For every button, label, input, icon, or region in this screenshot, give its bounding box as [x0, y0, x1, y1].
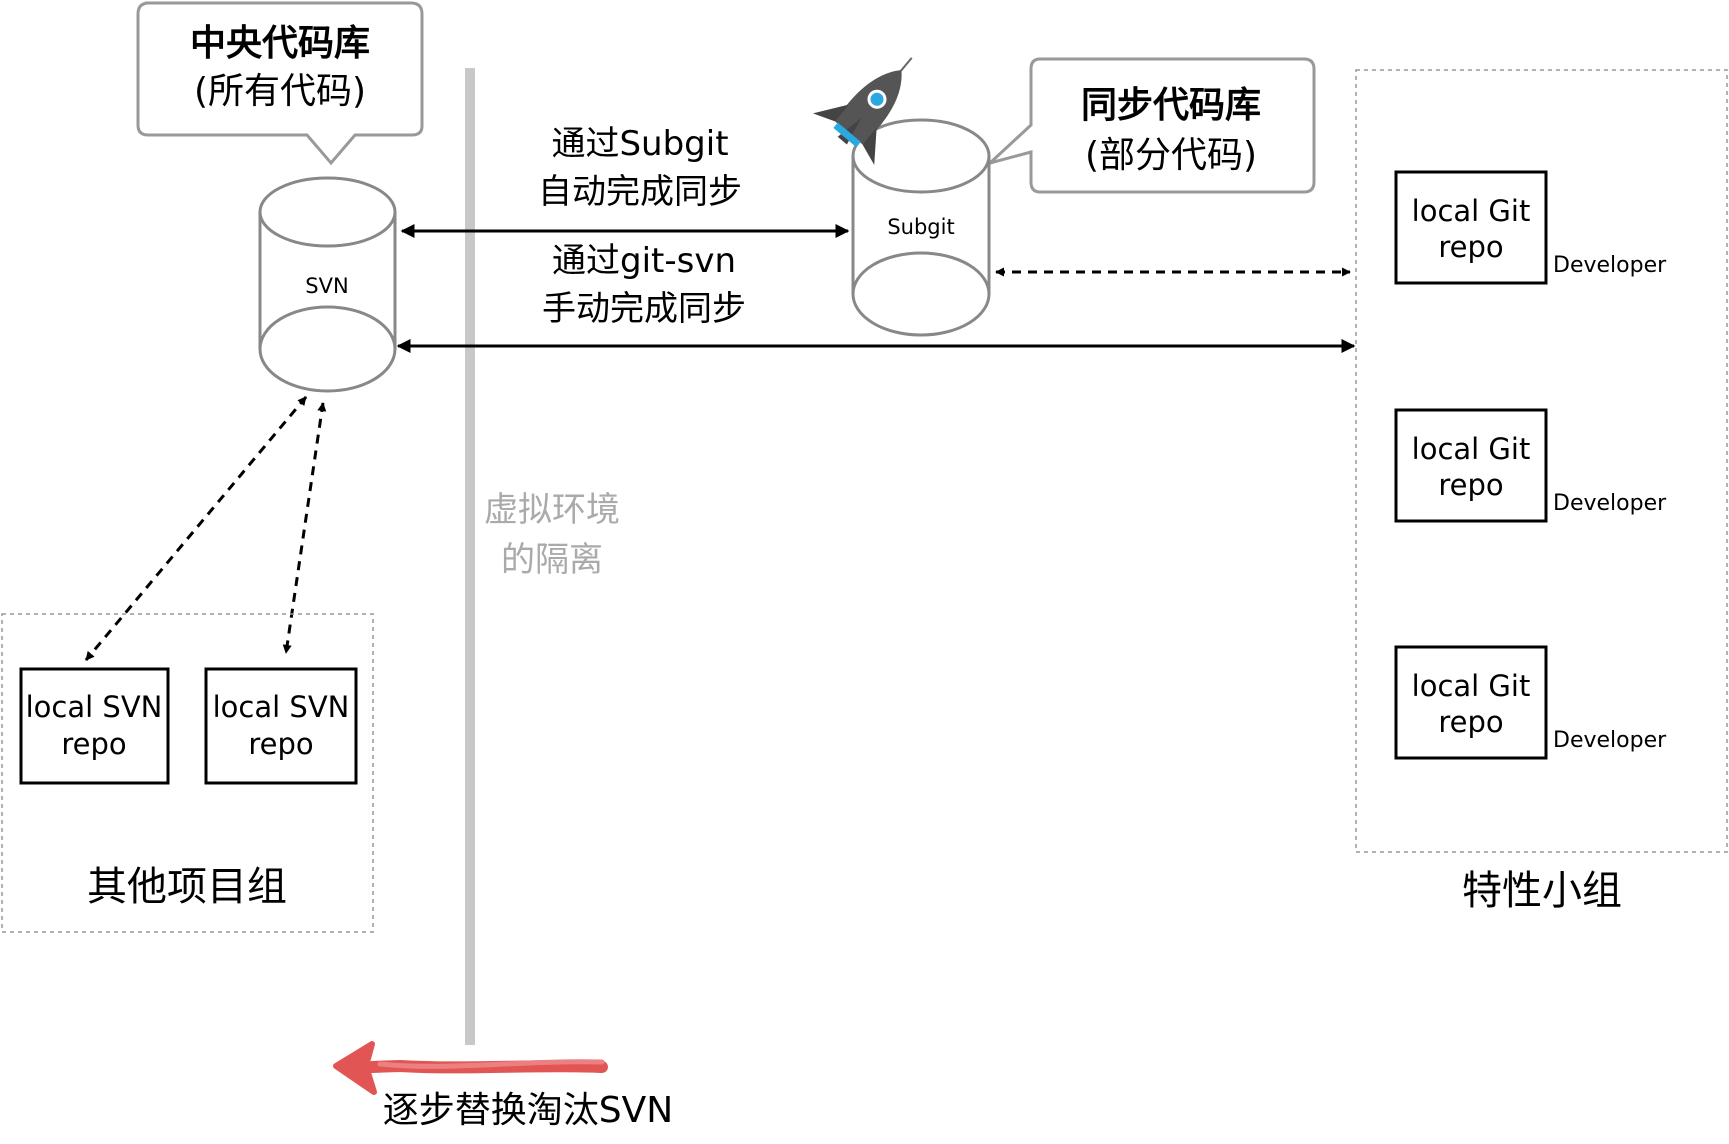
svn-repo-label: SVN: [305, 274, 348, 298]
feature-team-group: local Git repo Developer local Git repo …: [1355, 69, 1728, 914]
subgit-repo-cylinder: Subgit: [851, 118, 991, 337]
subgit-repo-label: Subgit: [887, 215, 954, 239]
local-git-repo-3-line1: local Git: [1412, 669, 1531, 703]
svn-local-repo-2-arrow: [282, 402, 327, 654]
local-git-repo-1-line1: local Git: [1412, 194, 1531, 228]
central-repo-callout: 中央代码库 (所有代码): [136, 1, 424, 166]
local-svn-repo-1-line1: local SVN: [26, 690, 163, 724]
sync-repo-callout: 同步代码库 (部分代码): [988, 57, 1316, 194]
local-svn-repo-2-line2: repo: [248, 727, 313, 761]
rocket-icon: [812, 57, 913, 165]
local-svn-repo-1-line2: repo: [61, 727, 126, 761]
other-project-group: local SVN repo local SVN repo 其他项目组: [1, 613, 374, 933]
svn-repo-cylinder: SVN: [258, 176, 397, 393]
auto-sync-label-line2: 自动完成同步: [538, 172, 742, 212]
manual-sync-label-line1: 通过git-svn: [552, 241, 736, 281]
migration-label: 逐步替换淘汰SVN: [383, 1090, 673, 1131]
local-git-repo-3: local Git repo Developer: [1394, 645, 1667, 760]
migration-arrow: [333, 1041, 608, 1095]
local-git-repo-1: local Git repo Developer: [1394, 170, 1667, 285]
developer-3-label: Developer: [1553, 728, 1667, 753]
sync-repo-title: 同步代码库: [1081, 85, 1261, 126]
local-svn-repo-1: local SVN repo: [19, 667, 170, 785]
developer-1-label: Developer: [1553, 253, 1667, 278]
local-git-repo-3-line2: repo: [1438, 705, 1503, 739]
developer-2-label: Developer: [1553, 491, 1667, 516]
local-git-repo-2-line2: repo: [1438, 468, 1503, 502]
central-repo-title: 中央代码库: [190, 23, 370, 64]
local-svn-repo-2-line1: local SVN: [213, 690, 350, 724]
other-project-group-label: 其他项目组: [87, 864, 287, 910]
local-git-repo-1-line2: repo: [1438, 230, 1503, 264]
central-repo-subtitle: (所有代码): [194, 71, 366, 112]
sync-repo-subtitle: (部分代码): [1085, 135, 1257, 176]
isolation-label-line2: 的隔离: [501, 540, 603, 580]
manual-sync-label-line2: 手动完成同步: [542, 289, 746, 329]
local-git-repo-2: local Git repo Developer: [1394, 408, 1667, 523]
local-svn-repo-2: local SVN repo: [204, 667, 358, 785]
local-git-repo-2-line1: local Git: [1412, 432, 1531, 466]
feature-team-group-label: 特性小组: [1462, 868, 1622, 914]
auto-sync-label-line1: 通过Subgit: [551, 124, 728, 164]
svn-local-repo-1-arrow: [84, 396, 308, 661]
isolation-label-line1: 虚拟环境: [484, 490, 620, 530]
